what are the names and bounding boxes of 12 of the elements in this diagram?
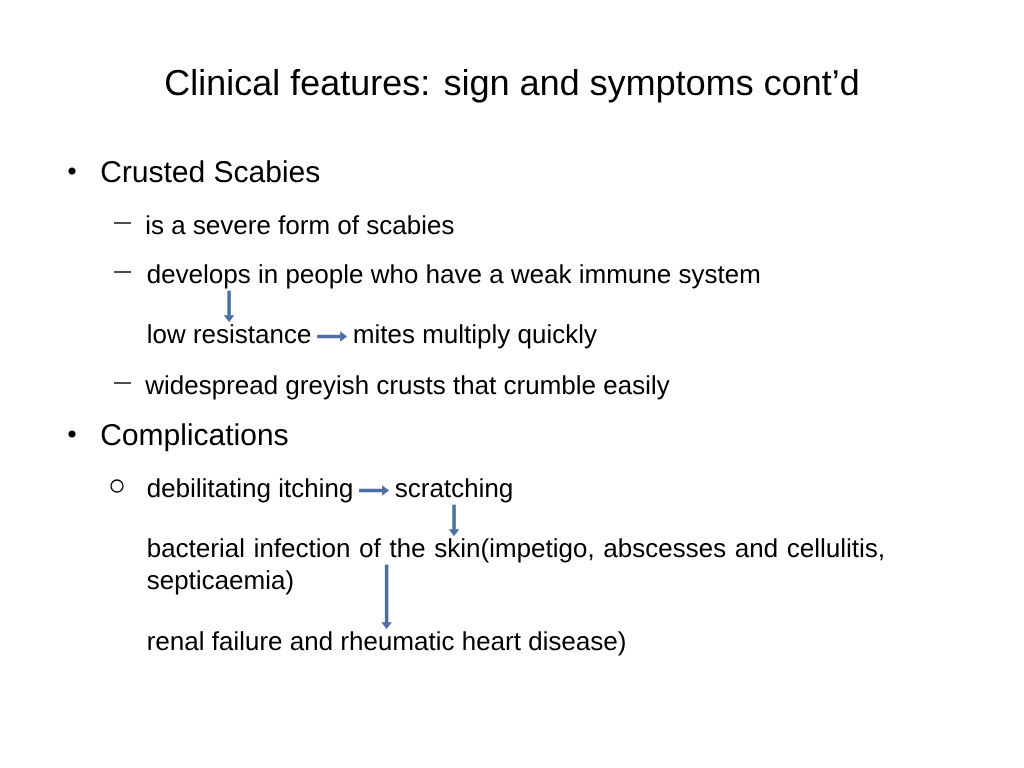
bullet-heading: Crusted Scabies: [101, 160, 320, 183]
flow-text: debilitating itching: [147, 478, 352, 503]
flow-text: bacterial infection of the skin(impetigo, abscesses and cellulitis, septicaemia): [147, 538, 883, 595]
bullet-heading: Complications: [101, 423, 288, 452]
slide-title: Clinical features: sign and symptoms cont’d: [166, 68, 858, 103]
bullet-text: widespread greyish crusts that crumble easily: [145, 375, 670, 400]
flow-text: scratching: [395, 478, 512, 503]
flow-text: low resistance: [148, 324, 311, 344]
flow-text: develops in people who have a weak immune system: [147, 264, 760, 289]
flow-text: mites multiply quickly: [354, 324, 597, 349]
flow-text: renal failure and rheumatic heart disease): [148, 631, 625, 656]
bullet-text: is a severe form of scabies: [146, 215, 454, 235]
